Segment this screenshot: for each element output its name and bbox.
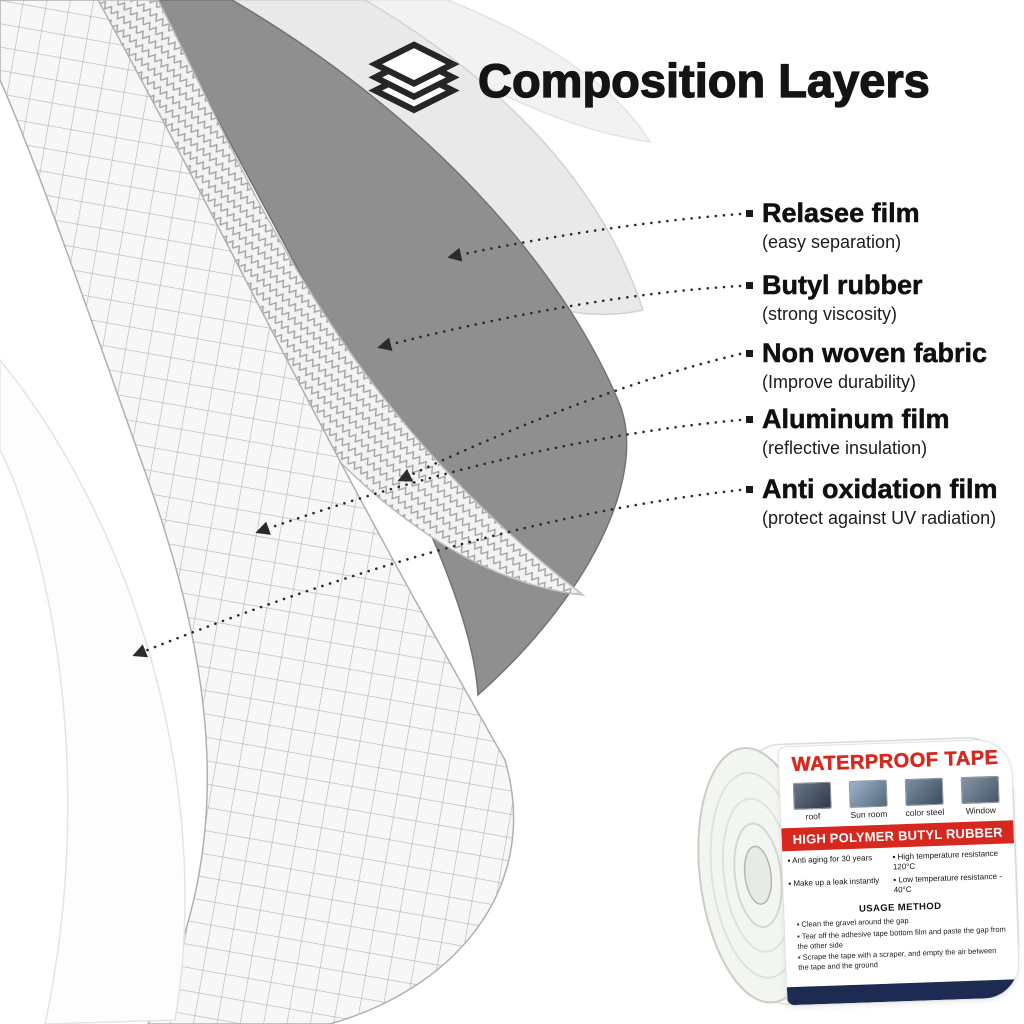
bullet-dot	[746, 281, 753, 289]
bullet-dot	[746, 209, 753, 217]
app-caption: Sun room	[850, 808, 888, 820]
bullet-dot	[746, 415, 753, 423]
roof-photo	[792, 781, 832, 810]
layer-desc: (reflective insulation)	[762, 438, 928, 458]
app-caption: color steel	[905, 806, 945, 819]
anti-oxidation-film-sheet	[0, 358, 186, 1024]
color-steel-photo	[904, 777, 944, 807]
app-caption: roof	[805, 811, 821, 822]
feature-item: Low temperature resistance - 40°C	[893, 871, 1011, 895]
label-butyl-rubber: Butyl rubber (strong viscosity)	[746, 270, 1024, 325]
layer-desc: (easy separation)	[762, 232, 902, 252]
application-color-steel: color steel	[899, 777, 950, 819]
feature-item: Make up a leak instantly	[788, 876, 888, 899]
layer-name: Anti oxidation film	[762, 474, 998, 505]
layer-desc: (Improve durability)	[762, 372, 917, 392]
sun-room-photo	[848, 779, 888, 809]
applications-row: roof Sun room color steel Window	[780, 775, 1013, 822]
layer-name: Relasee film	[762, 198, 920, 229]
feature-item: High temperature resistance 120°C	[892, 848, 1010, 872]
app-caption: Window	[965, 804, 997, 816]
tape-label: WATERPROOF TAPE roof Sun room color stee…	[777, 738, 1021, 1007]
aluminum-film-sheet	[0, 0, 515, 1024]
arrow-to-anti-oxidation-film	[132, 488, 742, 658]
application-roof: roof	[787, 781, 838, 822]
label-aluminum-film: Aluminum film (reflective insulation)	[746, 404, 1024, 459]
page-title: Composition Layers	[477, 53, 930, 107]
label-anti-oxidation-film: Anti oxidation film (protect against UV …	[746, 474, 1024, 529]
layers-icon	[368, 41, 460, 114]
label-non-woven-fabric: Non woven fabric (Improve durability)	[746, 338, 1024, 393]
bullet-dot	[746, 485, 753, 493]
window-photo	[960, 775, 1000, 805]
application-sun-room: Sun room	[843, 779, 894, 820]
label-release-film: Relasee film (easy separation)	[746, 198, 1024, 253]
application-window: Window	[955, 775, 1006, 817]
usage-steps: Clean the gravel around the gap Tear off…	[784, 909, 1018, 973]
layer-name: Aluminum film	[762, 404, 950, 435]
layer-name: Butyl rubber	[762, 270, 923, 301]
header: Composition Layers	[366, 36, 930, 124]
tape-brand-title: WATERPROOF TAPE	[791, 746, 999, 777]
layer-name: Non woven fabric	[762, 338, 988, 369]
features-list: Anti aging for 30 years High temperature…	[782, 843, 1016, 899]
layer-desc: (protect against UV radiation)	[762, 508, 997, 528]
bullet-dot	[746, 349, 753, 357]
layer-desc: (strong viscosity)	[762, 304, 898, 324]
arrow-to-aluminum-film	[255, 418, 742, 535]
feature-item: Anti aging for 30 years	[787, 853, 887, 876]
product-tape-roll: WATERPROOF TAPE roof Sun room color stee…	[673, 720, 1024, 1024]
arrow-to-non-woven-fabric	[397, 352, 742, 482]
